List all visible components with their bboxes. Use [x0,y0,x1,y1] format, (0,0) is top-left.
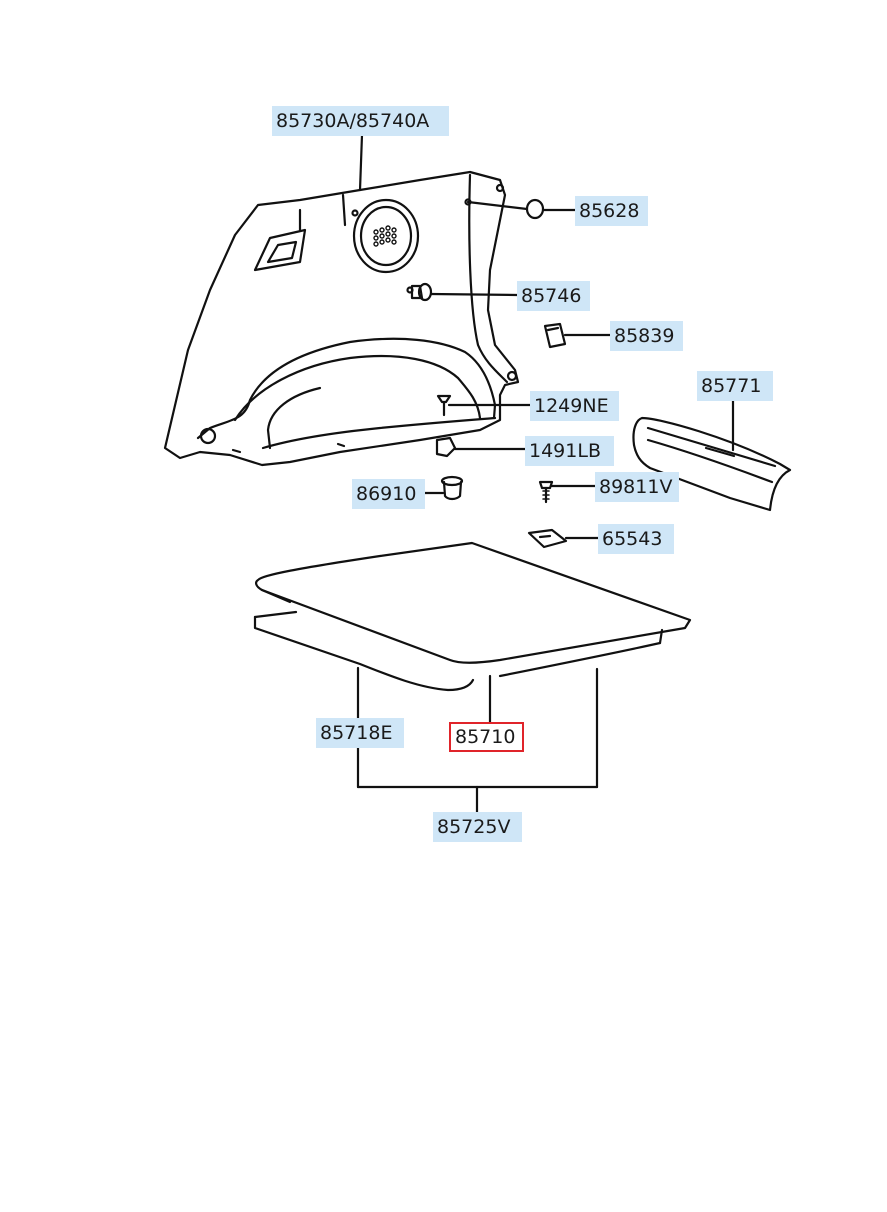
part-label-86910[interactable]: 86910 [352,479,425,509]
part-label-1491lb[interactable]: 1491LB [525,436,614,466]
nut-plate [527,528,600,549]
leader-line [358,133,364,192]
part-label-1249ne[interactable]: 1249NE [530,391,619,421]
retainer-clip [543,322,612,349]
part-label-85718e[interactable]: 85718E [316,718,404,748]
part-label-85725v[interactable]: 85725V [433,812,522,842]
nut-1491lb [435,436,527,458]
part-label-85710[interactable]: 85710 [449,722,524,752]
speaker-grille [373,225,397,247]
part-label-85839[interactable]: 85839 [610,321,683,351]
plug-clip [466,198,577,220]
part-label-89811v[interactable]: 89811V [595,472,679,502]
luggage-mat [253,541,692,814]
part-label-85771[interactable]: 85771 [697,371,773,401]
part-label-85628[interactable]: 85628 [575,196,648,226]
part-label-85730a-85740a[interactable]: 85730A/85740A [272,106,449,136]
part-label-65543[interactable]: 65543 [598,524,674,554]
quarter-trim-panel [163,170,520,467]
screw [410,282,519,302]
screw-89811v [538,480,597,504]
part-label-85746[interactable]: 85746 [517,281,590,311]
bumper [423,475,464,501]
screw-1249ne [436,394,532,417]
scuff-plate [632,398,792,512]
